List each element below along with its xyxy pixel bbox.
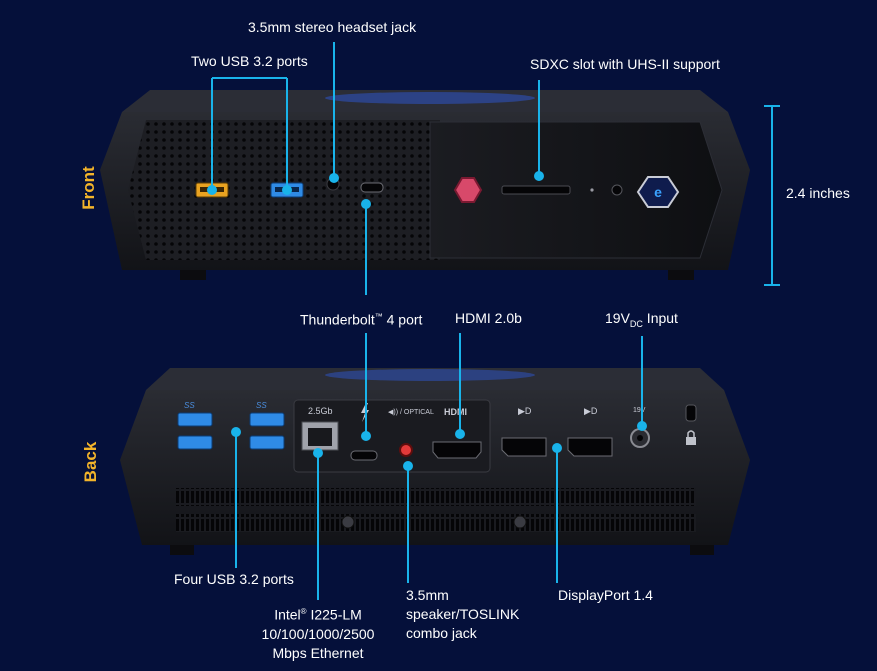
rear-usb-port-2	[177, 435, 213, 450]
displayport-1	[501, 437, 547, 457]
front-foot-right	[668, 270, 694, 280]
hdmi-port	[432, 441, 482, 459]
ethernet-label: Intel® I225-LM 10/100/1000/2500 Mbps Eth…	[261, 606, 375, 661]
back-view	[120, 368, 750, 555]
back-view-label: Back	[81, 441, 100, 483]
rear-usb-port-3	[249, 412, 285, 427]
audio-optical-jack	[399, 443, 413, 457]
hdmi-label: HDMI 2.0b	[455, 310, 522, 326]
rear-thunderbolt-port	[350, 450, 378, 461]
ss-mark-2: SS	[256, 401, 267, 410]
power-button-icon	[453, 177, 483, 203]
dc-mark: 19V	[633, 407, 646, 414]
dp1-mark: ▶D	[518, 406, 532, 416]
lan-mark: 2.5Gb	[308, 406, 333, 416]
front-usb-label: Two USB 3.2 ports	[191, 53, 308, 69]
front-top-logo-glow	[325, 92, 535, 104]
rear-usb-port-4	[249, 435, 285, 450]
rear-usb-port-1	[177, 412, 213, 427]
leader-lines	[207, 42, 647, 600]
hdmi-mark: HDMI	[444, 407, 467, 417]
logo-badge-icon	[636, 176, 680, 208]
kensington-slot	[685, 404, 697, 422]
rear-vents-upper	[176, 488, 696, 506]
displayport-label: DisplayPort 1.4	[558, 587, 653, 603]
displayport-2	[567, 437, 613, 457]
rear-usb-label: Four USB 3.2 ports	[174, 571, 294, 587]
kensington-lock-icon	[686, 430, 696, 445]
rear-screw-left	[341, 515, 355, 529]
front-view-label: Front	[79, 166, 98, 210]
power-input-label: 19VDC Input	[605, 310, 678, 329]
thunderbolt-label: Thunderbolt™ 4 port	[300, 311, 423, 328]
front-foot-left	[180, 270, 206, 280]
rear-screw-right	[513, 515, 527, 529]
ir-sensor	[611, 184, 623, 196]
front-view: e	[100, 90, 750, 280]
rear-vents-lower	[176, 514, 696, 532]
logo-badge-glyph: e	[654, 184, 662, 200]
dp2-mark: ▶D	[584, 406, 598, 416]
optical-mark: ◀)) / OPTICAL	[388, 409, 434, 416]
sdxc-label: SDXC slot with UHS-II support	[530, 56, 720, 72]
front-right-panel	[429, 121, 723, 259]
front-thunderbolt-port	[360, 182, 384, 193]
ss-mark-1: SS	[184, 401, 195, 410]
sdxc-slot	[501, 185, 571, 195]
height-dimension	[764, 105, 780, 286]
audio-jack-label: 3.5mm speaker/TOSLINK combo jack	[406, 587, 520, 641]
height-label: 2.4 inches	[786, 185, 850, 201]
status-led	[590, 188, 594, 192]
headset-jack-label: 3.5mm stereo headset jack	[248, 19, 417, 35]
